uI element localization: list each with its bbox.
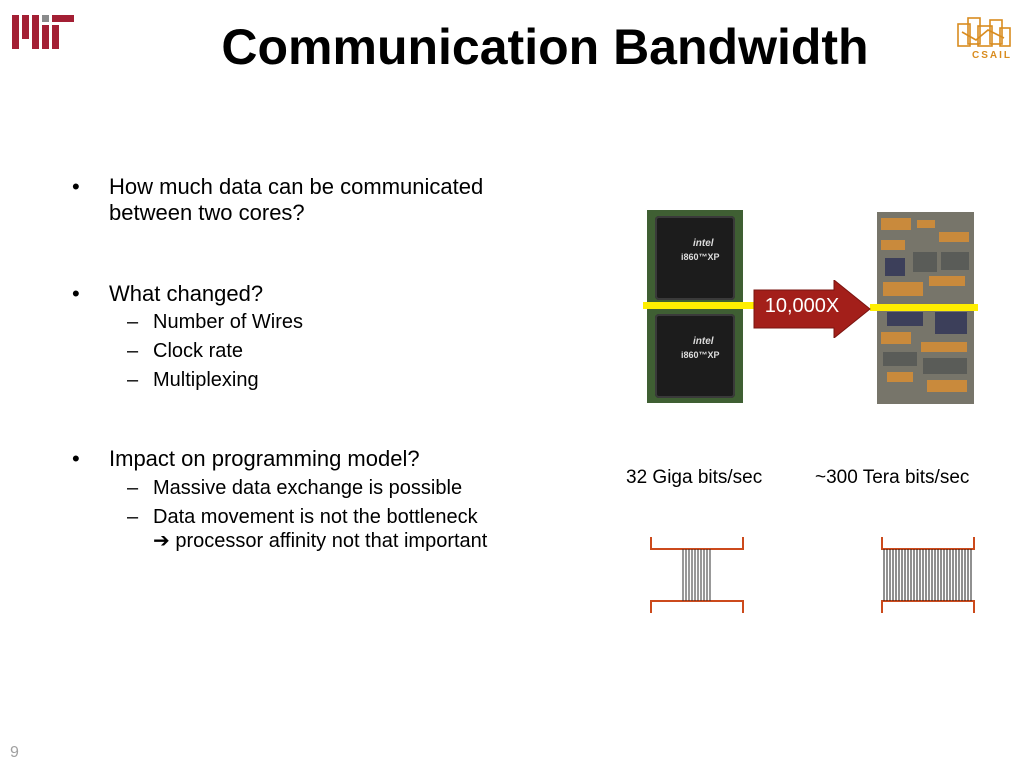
sub-bullet-text: Data movement is not the bottleneck [153,506,478,528]
chip-lower: i860™XP intel [655,314,735,398]
bullet-dot: • [72,281,80,306]
bullet-dot: • [72,446,80,471]
wide-wires-icon [881,537,975,613]
sub-bullet-text: Clock rate [153,340,244,362]
sub-bullet-text: processor affinity not that important [175,530,488,552]
bullet-text: What changed? [109,281,264,306]
bullet-text: Impact on programming model? [109,446,420,471]
narrow-bus-diagram [645,535,749,615]
mit-logo [12,15,74,49]
slide-title: Communication Bandwidth [221,19,869,75]
arrow-right-icon: ➔ [153,530,176,552]
csail-building-icon [957,17,1011,47]
sub-bullet-text: Number of Wires [153,311,304,333]
speedup-label: 10,000X [764,295,840,317]
sub-bullet-text: Multiplexing [153,369,259,391]
speedup-arrow: 10,000X [752,278,872,340]
arrow-right-icon [753,278,871,340]
intel-logo-icon: intel [693,336,714,347]
bandwidth-caption-right: ~300 Tera bits/sec [815,467,970,488]
bullet-dot: • [72,174,80,199]
link-line-left [643,302,755,309]
narrow-wires-icon [650,537,744,613]
chip-label: i860™XP [681,252,720,262]
csail-label: CSAIL [972,50,1012,61]
sub-bullet-text: Massive data exchange is possible [153,477,463,499]
bullet-text: How much data can be communicated betwee… [109,174,484,225]
intel-logo-icon: intel [693,238,714,249]
chip-label: i860™XP [681,350,720,360]
chip-upper: i860™XP intel [655,216,735,300]
page-number: 9 [10,744,19,761]
csail-logo: CSAIL [954,14,1014,62]
bandwidth-caption-left: 32 Giga bits/sec [626,467,763,488]
wide-bus-diagram [876,535,980,615]
mit-logo-icon [12,15,74,49]
link-line-right [870,304,978,311]
